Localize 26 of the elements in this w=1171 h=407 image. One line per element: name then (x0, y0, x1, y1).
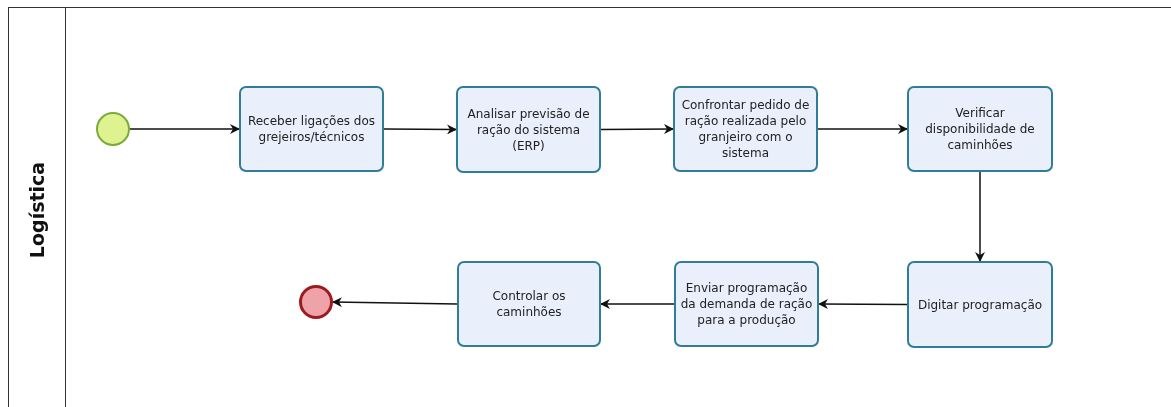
end-event-circle (299, 285, 333, 319)
lane-title: Logística (26, 161, 48, 259)
task-label: Analisar previsão de ração do sistema (ERP) (466, 105, 591, 154)
start-event-circle (96, 112, 130, 146)
task-box (457, 261, 601, 347)
task-box (673, 86, 818, 172)
task-box (456, 86, 601, 173)
task-box (674, 261, 819, 347)
task-label: Receber ligações dos grejeiros/técnicos (246, 113, 377, 145)
task-box (907, 261, 1053, 348)
arrow (975, 171, 985, 262)
task-label: Confrontar pedido de ração realizada pelo granjeiro com o sistema (680, 97, 811, 161)
arrow (600, 124, 674, 135)
arrow (818, 299, 908, 310)
task-box (239, 86, 384, 172)
arrow (817, 124, 908, 134)
pool (8, 7, 1171, 407)
arrow (332, 297, 458, 308)
arrow (600, 299, 675, 309)
task-label: Verificar disponibilidade de caminhões (924, 105, 1036, 153)
task-label: Controlar os caminhões (491, 288, 567, 320)
task-label: Digitar programação (917, 296, 1043, 313)
arrow (383, 124, 457, 135)
arrow (129, 124, 240, 134)
task-box (907, 86, 1053, 172)
task-label: Enviar programação da demanda de ração para a produção (680, 280, 813, 328)
